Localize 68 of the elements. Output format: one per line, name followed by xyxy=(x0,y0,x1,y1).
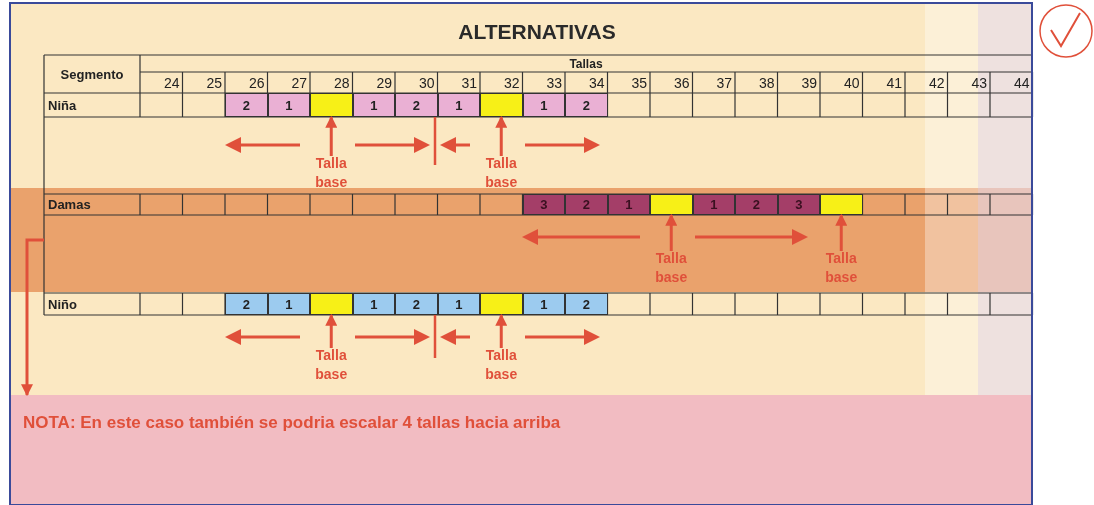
highlighted-cell xyxy=(480,293,523,315)
note-text: NOTA: En este caso también se podria escalar 4 tallas hacia arriba xyxy=(23,413,561,433)
title: ALTERNATIVAS xyxy=(457,20,617,44)
table-cell: 3 xyxy=(522,194,565,215)
table-cell: 2 xyxy=(565,293,608,315)
table-cell: 2 xyxy=(565,93,608,117)
row-header: Niña xyxy=(47,96,78,115)
table-cell: 1 xyxy=(267,93,310,117)
table-cell: 2 xyxy=(225,293,268,315)
highlighted-cell xyxy=(650,194,693,215)
table-cell: 1 xyxy=(522,293,565,315)
arrow xyxy=(325,115,338,156)
highlighted-cell xyxy=(310,293,353,315)
table-cell: 1 xyxy=(267,293,310,315)
callout-text: Talla base xyxy=(646,249,697,287)
table-cell: 1 xyxy=(352,293,395,315)
table-cell: 2 xyxy=(735,194,778,215)
row-header: Segmento xyxy=(59,65,125,84)
callout-text: Talla base xyxy=(306,154,357,192)
table-cell: 1 xyxy=(522,93,565,117)
callout-text: Talla base xyxy=(476,154,527,192)
arrow xyxy=(495,115,508,156)
size-number: 38 xyxy=(757,73,776,93)
size-number: 28 xyxy=(332,73,351,93)
size-number: 25 xyxy=(205,73,223,93)
table-cell: 1 xyxy=(437,293,480,315)
size-number: 41 xyxy=(885,73,903,93)
size-number: 42 xyxy=(927,73,946,93)
size-number: 31 xyxy=(460,73,478,93)
row-header: Damas xyxy=(47,196,92,214)
size-number: 29 xyxy=(375,73,393,93)
arrow xyxy=(835,213,848,251)
highlighted-cell xyxy=(820,194,863,215)
size-number: 35 xyxy=(630,73,648,93)
size-number: 32 xyxy=(502,73,521,93)
size-number: 37 xyxy=(715,73,733,93)
row-header: Niño xyxy=(47,295,78,314)
size-number: 39 xyxy=(800,73,818,93)
table-cell: 1 xyxy=(352,93,395,117)
table-cell: 2 xyxy=(395,293,438,315)
size-number: 40 xyxy=(842,73,861,93)
highlighted-cell xyxy=(310,93,353,117)
size-number: 33 xyxy=(545,73,563,93)
size-number: 24 xyxy=(162,73,181,93)
size-number: 27 xyxy=(290,73,308,93)
table-cell: 1 xyxy=(607,194,650,215)
arrow xyxy=(325,313,338,348)
callout-text: Talla base xyxy=(476,346,527,384)
size-number: 44 xyxy=(1012,73,1031,93)
table-cell: 1 xyxy=(437,93,480,117)
row-header: Tallas xyxy=(568,55,604,72)
arrow xyxy=(495,313,508,348)
table-cell: 2 xyxy=(565,194,608,215)
note-panel xyxy=(10,395,1032,505)
highlighted-cell xyxy=(480,93,523,117)
size-number: 43 xyxy=(970,73,988,93)
table-cell: 1 xyxy=(692,194,735,215)
table-cell: 2 xyxy=(395,93,438,117)
table-cell: 2 xyxy=(225,93,268,117)
size-number: 34 xyxy=(587,73,606,93)
arrow xyxy=(21,238,44,397)
callout-text: Talla base xyxy=(816,249,867,287)
table-cell: 3 xyxy=(777,194,820,215)
callout-text: Talla base xyxy=(306,346,357,384)
size-number: 26 xyxy=(247,73,266,93)
arrow xyxy=(665,213,678,251)
size-number: 36 xyxy=(672,73,691,93)
size-number: 30 xyxy=(417,73,436,93)
